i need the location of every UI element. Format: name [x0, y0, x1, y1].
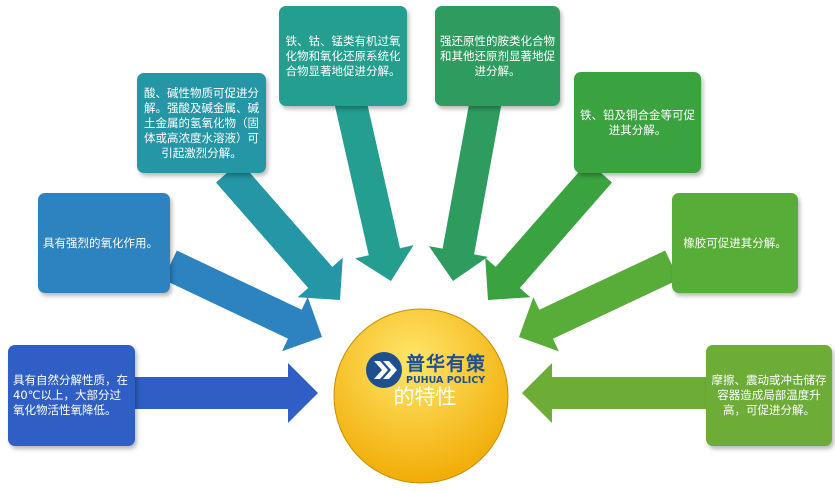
brand-logo: 普华有策 PUHUA POLICY: [366, 352, 486, 388]
arrow-1: [132, 363, 318, 423]
arrow-5: [428, 97, 502, 281]
node-2-text: 具有强烈的氧化作用。: [43, 235, 158, 250]
arrow-4: [334, 96, 414, 281]
logo-mark-icon: [366, 352, 402, 388]
node-1-box: 具有自然分解性质，在40℃以上，大部分过氧化物活性氧降低。: [8, 345, 135, 446]
center-title-line2: 的特性: [393, 385, 457, 409]
node-4-box: 铁、钴、锰类有机过氧化物和氧化还原系统化合物显著地促进分解。: [279, 6, 407, 106]
node-7-box: 橡胶可促进其分解。: [672, 193, 798, 293]
node-3-box: 酸、碱性物质可促进分解。强酸及碱金属、碱土金属的氢氧化物（固体或高浓度水溶液）可…: [137, 73, 266, 173]
logo-name-en: PUHUA POLICY: [406, 375, 486, 386]
node-5-box: 强还原性的胺类化合物和其他还原剂显著地促进分解。: [435, 6, 560, 106]
node-3-text: 酸、碱性物质可促进分解。强酸及碱金属、碱土金属的氢氧化物（固体或高浓度水溶液）可…: [144, 85, 259, 160]
node-7-text: 橡胶可促进其分解。: [683, 235, 787, 250]
arrow-7: [519, 250, 679, 352]
logo-name-cn: 普华有策: [406, 353, 487, 375]
arrow-6: [485, 161, 612, 300]
node-2-box: 具有强烈的氧化作用。: [38, 193, 170, 293]
logo-wordmark: 普华有策 PUHUA POLICY: [406, 353, 487, 387]
node-4-text: 铁、钴、锰类有机过氧化物和氧化还原系统化合物显著地促进分解。: [285, 33, 401, 78]
arrow-3: [216, 161, 343, 300]
arrow-2: [163, 250, 322, 352]
node-6-text: 铁、铅及铜合金等可促进其分解。: [580, 107, 695, 137]
node-8-box: 摩擦、震动或冲击储存容器造成局部温度升高，可促进分解。: [706, 345, 832, 446]
node-5-text: 强还原性的胺类化合物和其他还原剂显著地促进分解。: [440, 33, 555, 78]
node-8-text: 摩擦、震动或冲击储存容器造成局部温度升高，可促进分解。: [711, 373, 827, 417]
node-1-text: 具有自然分解性质，在40℃以上，大部分过氧化物活性氧降低。: [13, 373, 128, 417]
arrow-8: [522, 363, 708, 423]
center-title: 有 的特性: [350, 358, 500, 410]
node-6-box: 铁、铅及铜合金等可促进其分解。: [574, 72, 701, 173]
